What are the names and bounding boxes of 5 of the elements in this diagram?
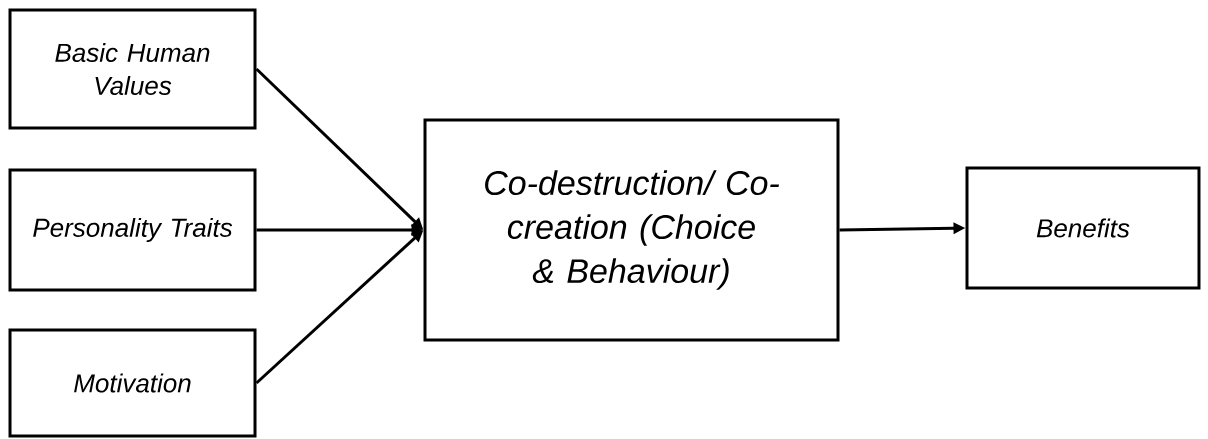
process-box: Motivation (8, 328, 257, 438)
process-box: Co-destruction/ Co-creation (Choice & Behaviour) (423, 118, 840, 342)
process-box: Basic Human Values (8, 8, 257, 130)
process-box: Benefits (965, 166, 1201, 290)
process-box: Personality Traits (8, 168, 257, 292)
